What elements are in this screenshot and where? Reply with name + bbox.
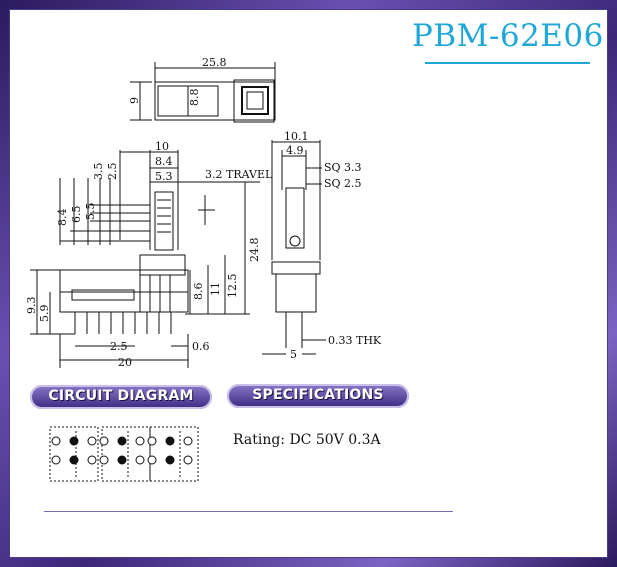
contact-bottom-1: [51, 455, 61, 465]
page-title: PBM-62E06: [412, 18, 604, 54]
dim-sq-3-3: SQ 3.3: [324, 161, 362, 174]
specifications-header: SPECIFICATIONS: [227, 384, 409, 408]
dim-sq-2-5: SQ 2.5: [324, 177, 362, 190]
dim-10-1: 10.1: [284, 130, 309, 143]
contact-bottom-2: [69, 455, 79, 465]
dim-top-width: 25.8: [202, 56, 227, 69]
dim-v-8-4: 8.4: [56, 209, 69, 227]
contact-top-6: [135, 436, 145, 446]
contact-bottom-4: [99, 455, 109, 465]
contact-bottom-6: [135, 455, 145, 465]
top-view: [130, 62, 276, 123]
contact-bottom-9: [183, 455, 193, 465]
dim-v-5-5: 5.5: [84, 203, 97, 221]
dim-v-6-5: 6.5: [70, 206, 83, 224]
dim-10: 10: [155, 140, 169, 153]
dim-5-3: 5.3: [155, 170, 173, 183]
circuit-diagram-header: CIRCUIT DIAGRAM: [30, 385, 212, 409]
contact-bottom-8: [165, 455, 175, 465]
dim-5: 5: [290, 348, 297, 361]
circuit-diagram-label: CIRCUIT DIAGRAM: [48, 388, 194, 404]
contact-bottom-7: [147, 455, 157, 465]
contact-top-1: [51, 436, 61, 446]
contact-top-3: [87, 436, 97, 446]
circuit-diagram: [49, 426, 199, 482]
dim-4-9: 4.9: [286, 144, 304, 157]
contact-bottom-5: [117, 455, 127, 465]
contact-top-4: [99, 436, 109, 446]
dim-bottom-0-6: 0.6: [192, 340, 210, 353]
dim-top-h1: 9: [128, 97, 141, 104]
bottom-rule: [44, 511, 453, 512]
dim-5-9: 5.9: [38, 305, 51, 323]
specifications-label: SPECIFICATIONS: [252, 387, 384, 403]
contact-top-2: [69, 436, 79, 446]
contact-top-7: [147, 436, 157, 446]
dim-8-6: 8.6: [192, 283, 205, 301]
dim-12-5: 12.5: [226, 274, 239, 299]
rating-text: Rating: DC 50V 0.3A: [233, 432, 381, 448]
dim-thk: 0.33 THK: [328, 334, 382, 347]
dim-bottom-2-5: 2.5: [110, 340, 128, 353]
sheet: [9, 9, 608, 558]
dim-24-8: 24.8: [248, 238, 261, 263]
side-view: [262, 140, 326, 355]
dim-3-5: 3.5: [92, 163, 105, 181]
contact-top-9: [183, 436, 193, 446]
title-underline: [425, 62, 590, 64]
contact-top-5: [117, 436, 127, 446]
dim-9-3: 9.3: [25, 297, 38, 315]
dim-2-5: 2.5: [106, 163, 119, 181]
contact-bottom-3: [87, 455, 97, 465]
contact-top-8: [165, 436, 175, 446]
dim-travel: 3.2 TRAVEL: [205, 168, 273, 181]
dim-8-4: 8.4: [155, 155, 173, 168]
dim-11: 11: [209, 282, 222, 296]
circuit-dots: [51, 436, 193, 465]
dim-top-h2: 8.8: [188, 89, 201, 107]
dim-bottom-20: 20: [118, 356, 132, 369]
front-view: [30, 150, 260, 368]
